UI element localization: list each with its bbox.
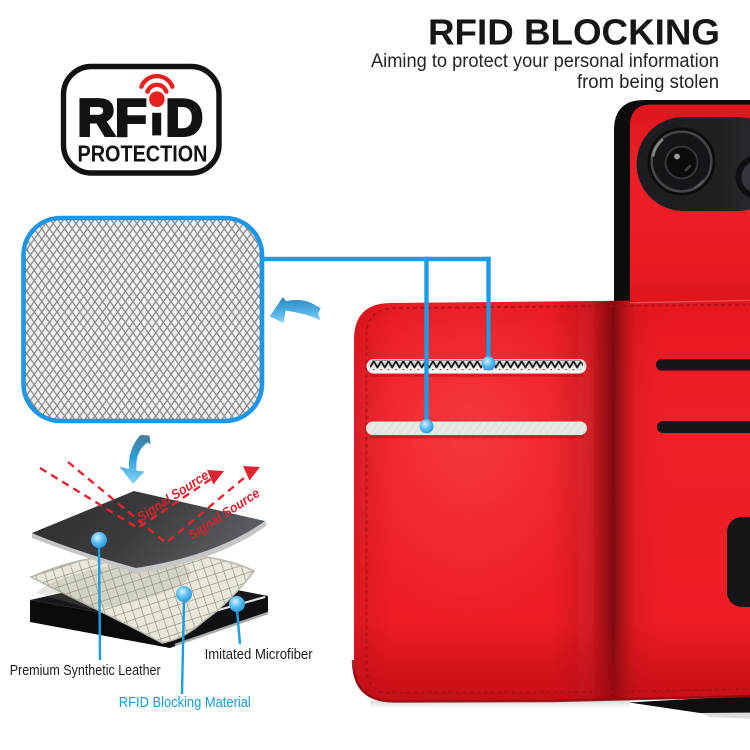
svg-text:D: D <box>166 89 204 147</box>
svg-text:Premium Synthetic Leather: Premium Synthetic Leather <box>10 662 161 679</box>
svg-text:from being stolen: from being stolen <box>577 72 719 93</box>
svg-text:Aiming to protect your persona: Aiming to protect your personal informat… <box>371 51 719 72</box>
svg-text:RF: RF <box>78 89 147 147</box>
svg-text:RFID Blocking Material: RFID Blocking Material <box>119 694 251 711</box>
svg-text:Imitated Microfiber: Imitated Microfiber <box>205 646 313 663</box>
svg-text:PROTECTION: PROTECTION <box>78 141 208 167</box>
svg-text:RFID BLOCKING: RFID BLOCKING <box>428 11 720 52</box>
